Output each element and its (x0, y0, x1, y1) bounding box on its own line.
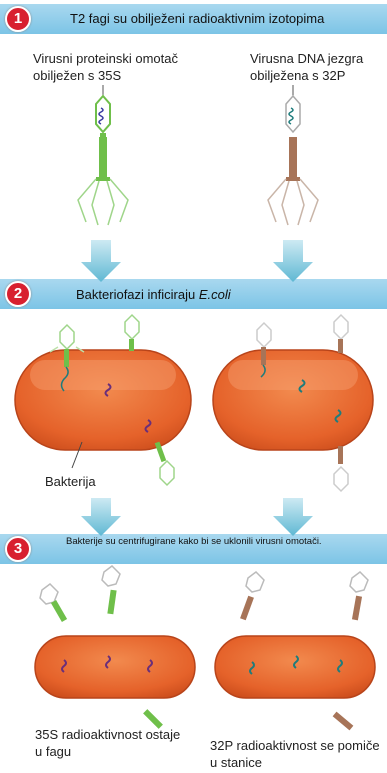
detached-phage-coat-brown-1 (240, 572, 264, 620)
phage-dna-attached-3 (334, 446, 348, 491)
detached-phage-coat-green-2 (102, 566, 120, 614)
down-arrow-icon-left-2 (81, 498, 121, 536)
down-arrow-icon-right-2 (273, 498, 313, 536)
bacterium-icon-left-result (35, 636, 195, 698)
bacterium-icon-right-result (215, 636, 375, 698)
detached-phage-coat-green-3 (143, 709, 163, 729)
phage-dna-attached-2 (334, 315, 348, 353)
detached-phage-coat-green-1 (40, 584, 67, 622)
bacterium-icon-right-infected (213, 315, 373, 491)
phage-protein-attached-2 (125, 315, 139, 351)
phage-dna-labeled-icon (268, 85, 318, 225)
down-arrow-icon-right-1 (273, 240, 313, 282)
phage-protein-attached-3 (155, 442, 174, 485)
down-arrow-icon-left-1 (81, 240, 121, 282)
detached-phage-coat-brown-2 (350, 572, 368, 620)
bacterium-icon-left-infected (15, 315, 191, 485)
phage-protein-labeled-icon (78, 85, 128, 225)
detached-phage-coat-brown-3 (333, 712, 354, 731)
